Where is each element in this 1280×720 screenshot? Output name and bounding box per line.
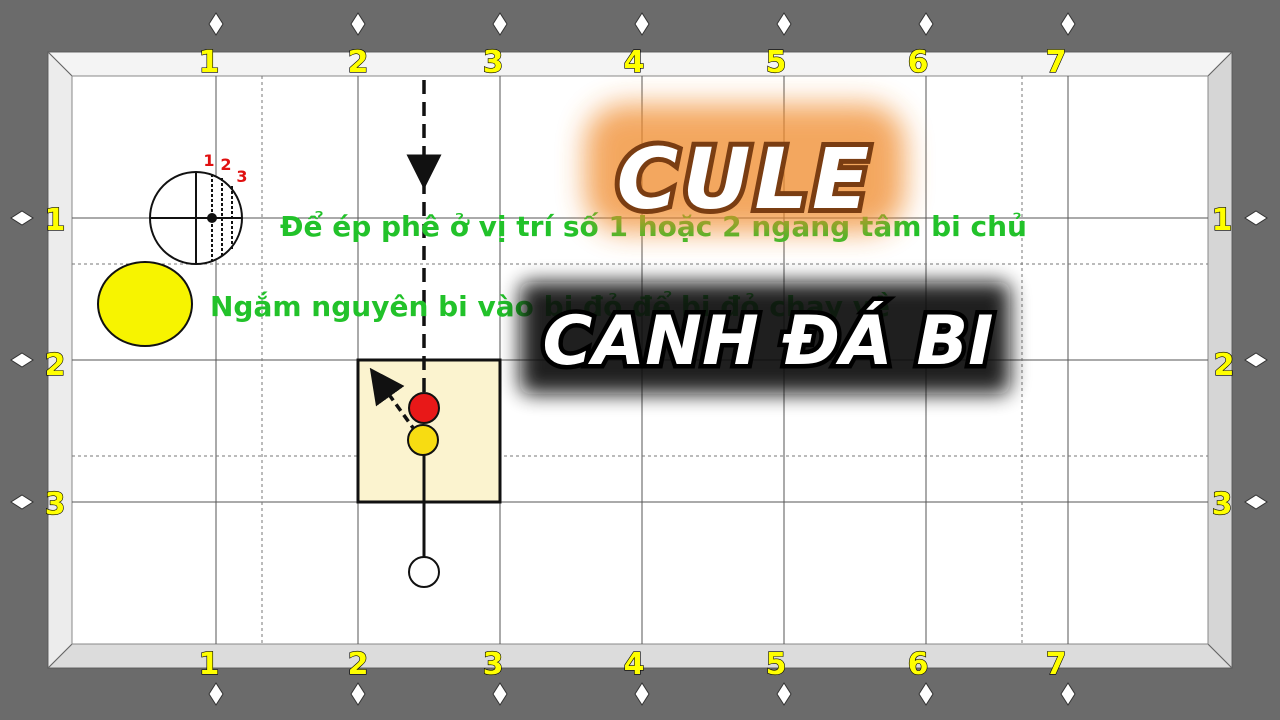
ball-paths (369, 80, 442, 558)
rail-diamond (492, 12, 508, 36)
spin-label: 1 (203, 151, 214, 170)
right-number: 2 (1214, 348, 1235, 383)
rail-diamond (634, 12, 650, 36)
left-number: 2 (45, 348, 66, 383)
top-number: 2 (348, 45, 369, 80)
rail-diamond (350, 12, 366, 36)
top-number: 1 (199, 45, 220, 80)
yellow-ball-path (369, 367, 418, 434)
top-number: 3 (483, 45, 504, 80)
rail-diamond (1060, 12, 1076, 36)
right-number: 3 (1212, 487, 1233, 522)
rail-diamond (10, 352, 34, 368)
page-title: CANH ĐÁ BI (543, 301, 994, 381)
top-number: 6 (908, 45, 929, 80)
rail-diamond (1060, 682, 1076, 706)
left-rail-numbers: 1 2 3 (44, 202, 66, 522)
top-number: 5 (766, 45, 787, 80)
rail-diamond (1244, 210, 1268, 226)
rail-diamond (1244, 494, 1268, 510)
spin-diagram: 1 2 3 (149, 151, 248, 265)
rail-diamond (634, 682, 650, 706)
left-number: 1 (45, 203, 66, 238)
rail-diamond (492, 682, 508, 706)
bottom-number: 3 (483, 647, 504, 682)
rail-diamonds (10, 12, 1268, 706)
top-number: 7 (1046, 45, 1067, 80)
bottom-number: 5 (766, 647, 787, 682)
rail-diamond (776, 682, 792, 706)
bottom-number: 4 (624, 647, 645, 682)
yellow-ball-large (97, 261, 193, 347)
yellow-ball (407, 424, 439, 456)
rail-diamond (10, 210, 34, 226)
rail-diamond (918, 12, 934, 36)
rail-diamond (10, 494, 34, 510)
top-number: 4 (624, 45, 645, 80)
spin-label: 2 (220, 155, 231, 174)
bottom-rail-numbers: 1 2 3 4 5 6 7 (198, 646, 1067, 682)
bottom-number: 1 (199, 647, 220, 682)
bottom-number: 6 (908, 647, 929, 682)
rail-diamond (350, 682, 366, 706)
rail-diamond (208, 12, 224, 36)
title-overlay: CANH ĐÁ BI (520, 282, 1010, 394)
rail-diamond (776, 12, 792, 36)
spin-contact-point (207, 213, 217, 223)
spin-label: 3 (236, 167, 247, 186)
rail-diamond (918, 682, 934, 706)
brand-overlay: CULE (585, 104, 905, 233)
bottom-number: 7 (1046, 647, 1067, 682)
table-grid (72, 76, 1208, 644)
red-ball (408, 392, 440, 424)
bottom-number: 2 (348, 647, 369, 682)
table-grid-dotted (72, 76, 1208, 644)
right-rail-numbers: 1 2 3 (1211, 202, 1235, 522)
rail-diamond (1244, 352, 1268, 368)
left-number: 3 (45, 487, 66, 522)
rail-diamond (208, 682, 224, 706)
right-number: 1 (1212, 203, 1233, 238)
brand-logo-text: CULE (617, 130, 874, 228)
top-rail-numbers: 1 2 3 4 5 6 7 (198, 44, 1067, 80)
cue-ball (408, 556, 440, 588)
